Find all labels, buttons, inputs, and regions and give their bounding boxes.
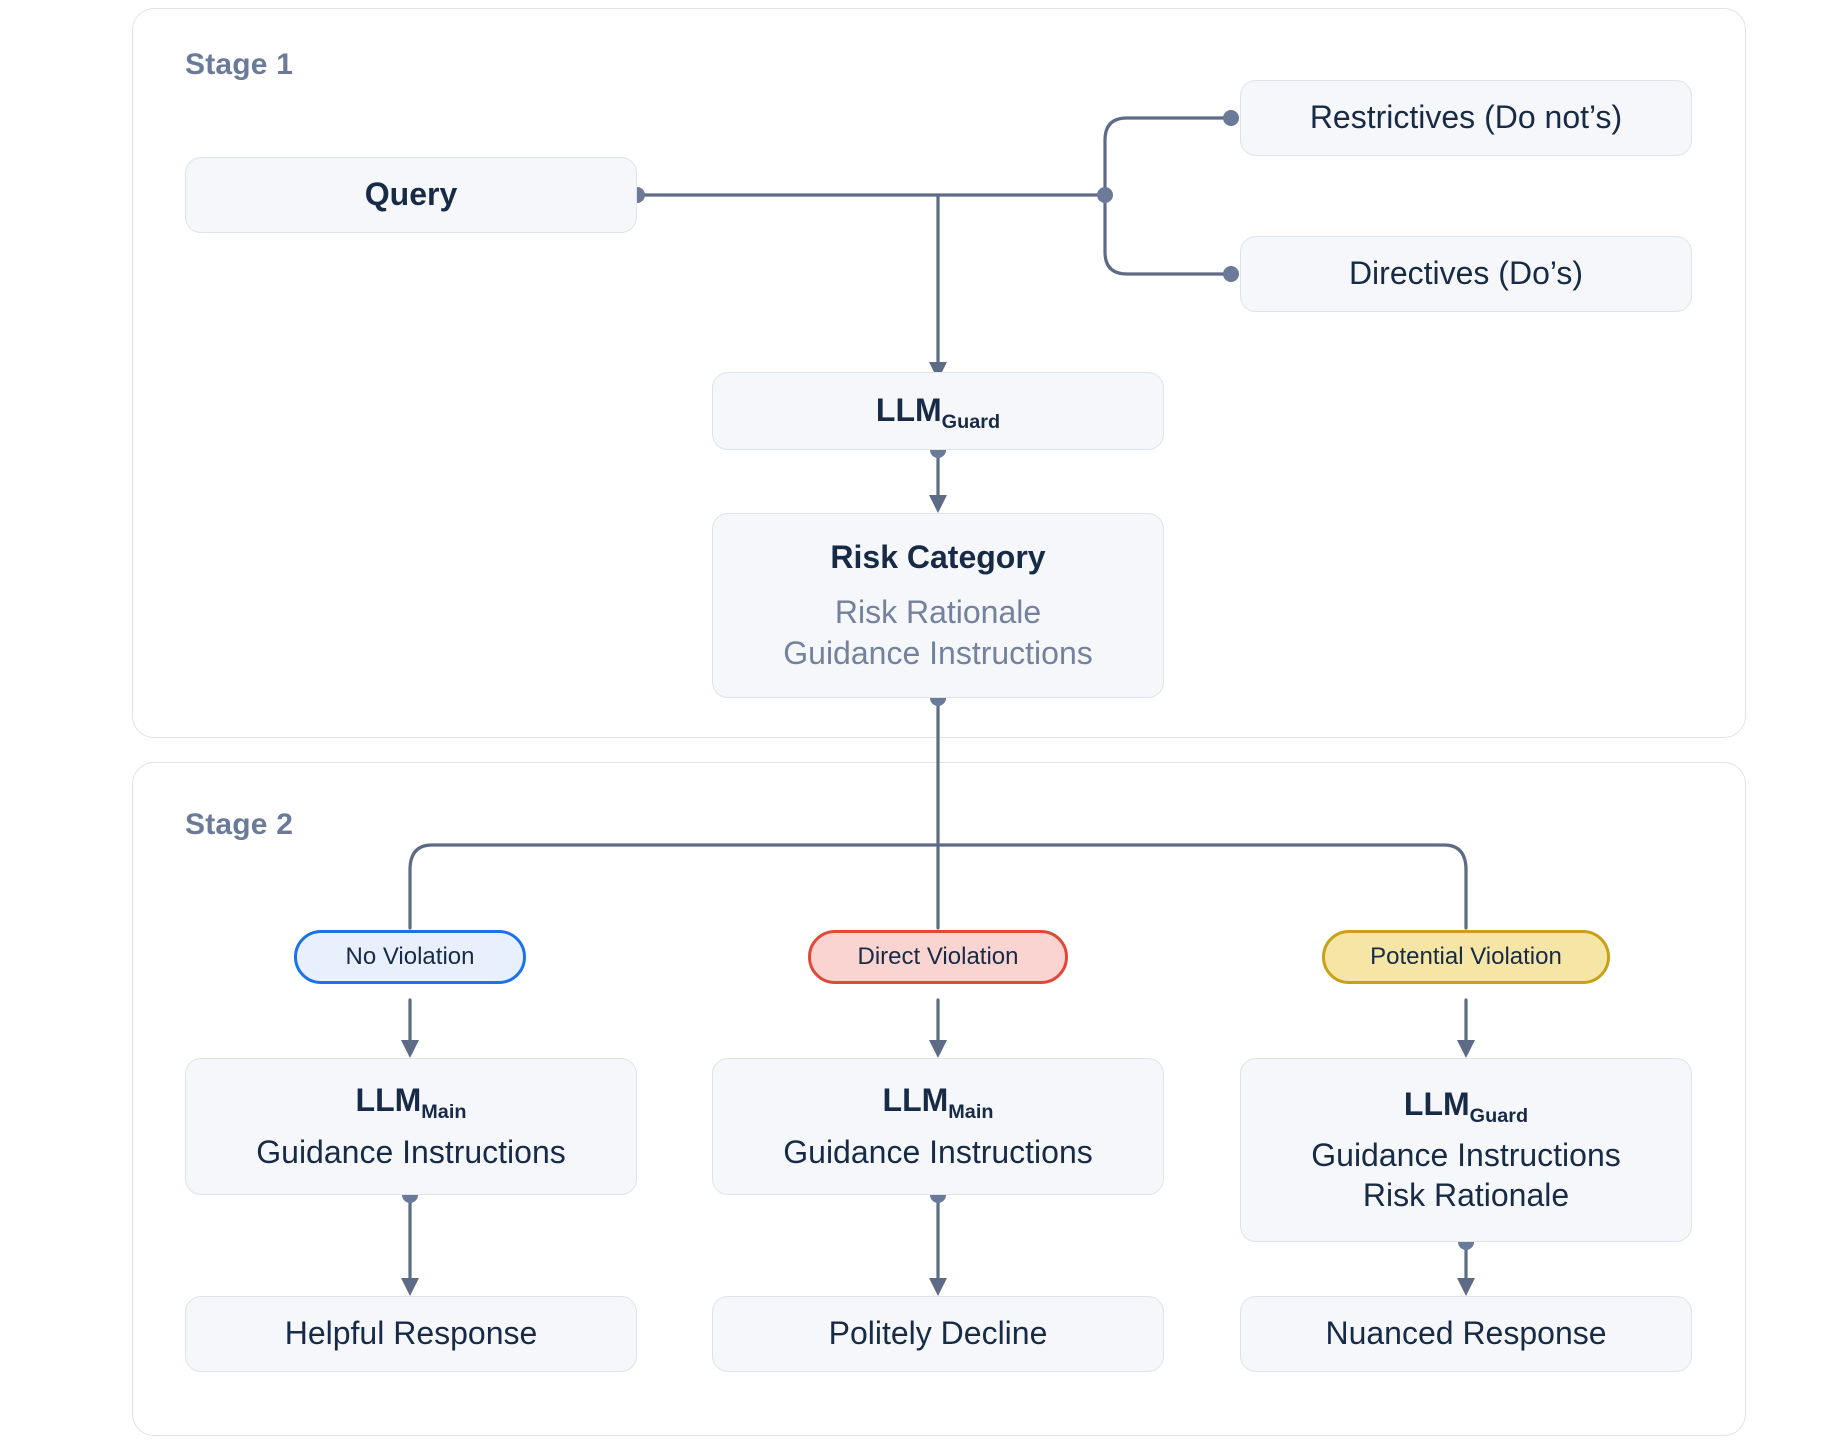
node-model-potential-violation-detail2: Risk Rationale (1362, 1176, 1570, 1213)
node-risk-category-line1: Risk Rationale (834, 593, 1042, 630)
node-model-direct-violation-detail1: Guidance Instructions (783, 1133, 1093, 1170)
node-query: Query (185, 157, 637, 233)
stage-2-label: Stage 2 (185, 808, 294, 841)
pill-direct-violation[interactable]: Direct Violation (808, 930, 1068, 984)
node-model-potential-violation-detail1: Guidance Instructions (1311, 1137, 1621, 1174)
node-directives-label: Directives (Do’s) (1348, 255, 1584, 292)
node-model-no-violation-title: LLMMain (355, 1082, 467, 1124)
node-model-no-violation-detail1: Guidance Instructions (256, 1133, 566, 1170)
node-risk-category-title: Risk Category (830, 538, 1046, 575)
node-directives: Directives (Do’s) (1240, 236, 1692, 312)
node-model-potential-violation: LLMGuard Guidance Instructions Risk Rati… (1240, 1058, 1692, 1242)
node-outcome-helpful-response-label: Helpful Response (284, 1315, 538, 1352)
node-outcome-politely-decline: Politely Decline (712, 1296, 1164, 1372)
node-llm-guard-stage1-label: LLMGuard (875, 392, 1001, 434)
node-risk-category: Risk Category Risk Rationale Guidance In… (712, 513, 1164, 698)
pill-potential-violation[interactable]: Potential Violation (1322, 930, 1610, 984)
node-restrictives: Restrictives (Do not’s) (1240, 80, 1692, 156)
node-risk-category-line2: Guidance Instructions (783, 635, 1093, 672)
node-model-direct-violation: LLMMain Guidance Instructions (712, 1058, 1164, 1195)
node-outcome-nuanced-response: Nuanced Response (1240, 1296, 1692, 1372)
node-restrictives-label: Restrictives (Do not’s) (1309, 99, 1623, 136)
node-outcome-politely-decline-label: Politely Decline (828, 1315, 1048, 1352)
node-model-no-violation: LLMMain Guidance Instructions (185, 1058, 637, 1195)
node-model-direct-violation-title: LLMMain (882, 1082, 994, 1124)
node-query-label: Query (364, 176, 458, 213)
node-outcome-nuanced-response-label: Nuanced Response (1325, 1315, 1607, 1352)
node-model-potential-violation-title: LLMGuard (1403, 1086, 1529, 1127)
node-llm-guard-stage1: LLMGuard (712, 372, 1164, 450)
pill-no-violation[interactable]: No Violation (294, 930, 526, 984)
node-outcome-helpful-response: Helpful Response (185, 1296, 637, 1372)
stage-1-label: Stage 1 (185, 48, 294, 81)
